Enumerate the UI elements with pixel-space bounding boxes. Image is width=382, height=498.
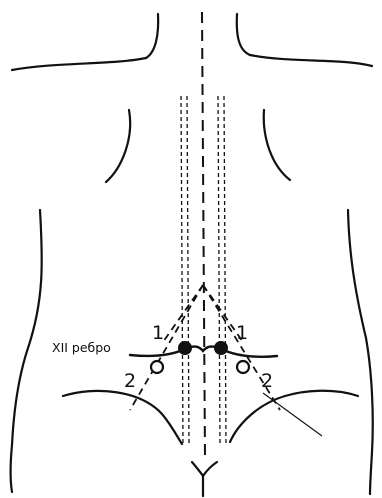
point-2-right-marker	[237, 361, 249, 373]
point-2-right-label: 2	[261, 370, 273, 392]
neck-right-outline	[237, 14, 250, 55]
scapula-right-outline	[264, 110, 290, 180]
neck-left-outline	[146, 14, 158, 58]
torso-right-outline	[348, 210, 373, 494]
point-1-left-label: 1	[152, 322, 164, 344]
gluteal-cleft	[192, 462, 217, 476]
iliac-crest-left	[63, 391, 182, 444]
spine-midline	[202, 12, 205, 458]
rib-label: XII ребро	[52, 340, 111, 355]
paravertebral-line-left-outer	[181, 96, 183, 446]
point-1-right-marker	[214, 341, 228, 355]
triangle-line-left-upper	[163, 285, 203, 342]
paravertebral-line-right-outer	[224, 96, 226, 446]
torso-left-outline	[11, 210, 42, 492]
pointer-line	[263, 393, 322, 436]
paravertebral-line-left-inner	[187, 96, 189, 446]
point-1-right-label: 1	[236, 322, 248, 344]
shoulder-left-outline	[12, 58, 146, 70]
shoulder-right-outline	[250, 55, 372, 66]
iliac-crest-right	[230, 391, 358, 442]
point-1-left-marker	[178, 341, 192, 355]
paravertebral-line-right-inner	[218, 96, 220, 446]
point-2-left-marker	[151, 361, 163, 373]
point-2-left-label: 2	[124, 370, 136, 392]
scapula-left-outline	[106, 110, 130, 182]
